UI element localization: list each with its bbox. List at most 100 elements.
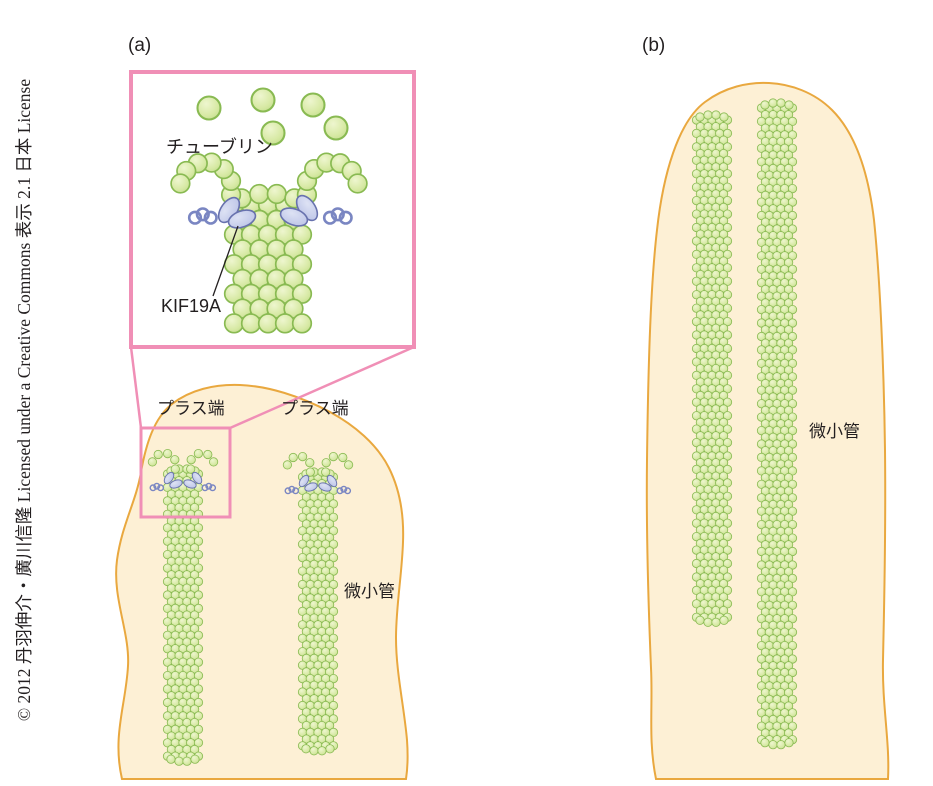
tubulin-ball [324, 694, 335, 704]
tubulin-ball [783, 687, 794, 698]
kif19a-motor [326, 474, 338, 488]
microtubule-layer-b [691, 98, 798, 750]
coil-loop [209, 484, 217, 492]
tubulin-ball [783, 593, 794, 604]
tubulin-ball [328, 593, 339, 603]
tubulin-ball [190, 543, 200, 553]
tubulin-ball [324, 640, 335, 650]
kif19a-motor [169, 479, 183, 489]
tubulin-ball [787, 331, 798, 342]
tubulin-ball [787, 304, 798, 315]
tubulin-ball [718, 243, 729, 253]
tubulin-ball [718, 444, 729, 454]
tubulin-ball [718, 525, 729, 535]
kif19a-motor [279, 207, 309, 227]
kif19a-motor [183, 479, 197, 489]
tubulin-ball [274, 313, 296, 334]
tubulin-ball [787, 224, 798, 234]
tubulin-ball [328, 727, 339, 738]
tubulin-ball [719, 615, 729, 625]
tubulin-ball [190, 597, 200, 607]
tubulin-ball [190, 502, 200, 513]
coil-loop [157, 484, 165, 492]
tubulin-ball [328, 714, 339, 724]
kif19a-motor [191, 471, 203, 485]
tubulin-ball [787, 439, 798, 449]
tubulin-ball [190, 623, 200, 634]
tubulin-ball [787, 251, 798, 261]
tubulin-ball [783, 432, 794, 442]
tubulin-ball [787, 627, 798, 637]
tubulin-ball [783, 728, 794, 738]
tubulin-ball [718, 605, 729, 616]
kif19a-motor [304, 482, 318, 492]
tubulin-ball [787, 425, 798, 436]
tubulin-ball [783, 567, 794, 577]
tubulin-ball [787, 493, 798, 503]
tubulin-ball [324, 720, 335, 731]
tubulin-ball [324, 653, 335, 664]
kif19a-label: KIF19A [161, 296, 221, 316]
tubulin-ball [787, 452, 798, 462]
coil-loop [195, 207, 210, 222]
tubulin-ball [787, 197, 798, 207]
tubulin-ball [297, 451, 308, 462]
tubulin-ball [193, 536, 204, 546]
tubulin-ball [722, 585, 733, 596]
tubulin-ball [722, 169, 733, 179]
tubulin-ball [787, 681, 798, 691]
tubulin-ball [760, 100, 770, 110]
tubulin-ball [722, 370, 733, 380]
tubulin-ball [718, 565, 729, 575]
coil-loop [288, 485, 296, 493]
tubulin-ball [722, 437, 733, 448]
tubulin-ball [722, 249, 733, 259]
coil-loop [201, 484, 209, 492]
tubulin-ball [783, 499, 794, 510]
tubulin-ball [787, 533, 798, 543]
tubulin-ball [787, 694, 798, 705]
tubulin-ball [711, 617, 721, 627]
coil-loop [322, 210, 338, 225]
tubulin-ball [783, 110, 794, 120]
tubulin-ball [787, 587, 798, 597]
tubulin-ball [193, 738, 204, 748]
tubulin-ball [787, 519, 798, 530]
tubulin-ball [718, 337, 729, 347]
tubulin-ball [722, 518, 733, 528]
tubulin-ball [722, 155, 733, 165]
tubulin-ball [783, 177, 794, 187]
tubulin-ball [783, 351, 794, 362]
tubulin-ball [328, 526, 339, 536]
tubulin-ball [190, 650, 200, 661]
tubulin-ball [695, 615, 705, 625]
tubulin-ball [250, 87, 276, 113]
microtubule-label-a: 微小管 [344, 582, 395, 601]
tubulin-ball [783, 244, 794, 254]
tubulin-ball [282, 460, 292, 470]
tubulin-ball [190, 556, 200, 567]
tubulin-ball [783, 661, 794, 671]
tubulin-ball [722, 451, 733, 461]
tubulin-ball [722, 478, 733, 488]
tubulin-ball [190, 664, 200, 674]
tubulin-ball [305, 467, 315, 477]
tubulin-ball [718, 256, 729, 266]
tubulin-ball [783, 607, 794, 617]
tubulin-ball [722, 424, 733, 434]
tubulin-ball [783, 392, 794, 402]
tubulin-ball [783, 338, 794, 348]
kif19a-motor [163, 471, 175, 485]
tubulin-ball [718, 592, 729, 602]
coil-loop [336, 487, 344, 495]
kif19a-pointer-line [212, 225, 239, 297]
coil-loop [203, 210, 218, 225]
tubulin-ball [722, 276, 733, 286]
tubulin-ball [783, 486, 794, 496]
tubulin-ball [190, 691, 200, 701]
tubulin-ball [718, 404, 729, 414]
tubulin-ball [328, 620, 339, 630]
tubulin-ball [787, 667, 798, 678]
tubulin-ball [787, 600, 798, 610]
tubulin-ball [193, 711, 204, 721]
